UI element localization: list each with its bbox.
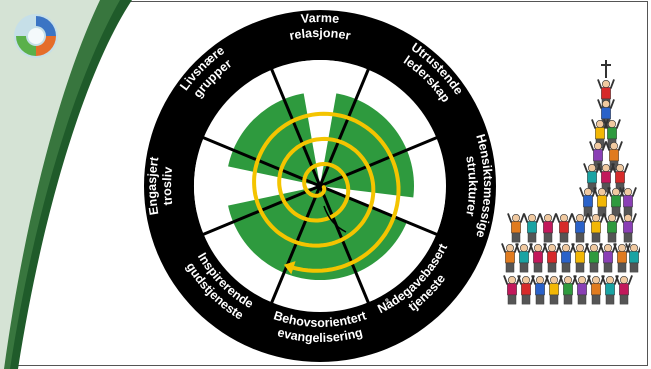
spoke-4 [269,185,322,305]
wheel-label-4-line-1: evangelisering [276,325,364,345]
wheel-label-2-line-1: strukturer [463,155,480,218]
person-figure [625,243,640,273]
spoke-6 [201,135,321,188]
person-figure [531,275,549,305]
person-figure [523,213,541,243]
person-figure [583,163,601,193]
white-wedge-0 [194,159,320,213]
yellow-spiral [252,111,401,273]
person-figure [613,243,631,273]
person-figure [619,187,637,217]
swirl-logo-icon [14,14,58,58]
person-figure [507,213,525,243]
person-figure [599,243,617,273]
person-figure [539,213,557,243]
wheel-label-0-line-0: Varme [300,11,340,26]
person-figure [529,243,547,273]
person-figure [571,243,589,273]
wheel-label-6-line-1: trosliv [160,166,175,206]
spoke-1 [319,135,439,188]
person-figure [597,163,615,193]
person-figure [587,275,605,305]
person-figure [593,187,611,217]
person-figure [515,243,533,273]
wheel-label-0-line-1: relasjoner [288,26,352,43]
person-figure [555,213,573,243]
person-figure [559,275,577,305]
spoke-3 [318,185,371,305]
person-figure [517,275,535,305]
person-figure [603,213,621,243]
person-figure [579,187,597,217]
church-health-wheel: VarmerelasjonerUtrustendelederskapHensik… [144,10,496,362]
spoke-2 [319,184,439,237]
person-figure [557,243,575,273]
person-figure [543,243,561,273]
person-figure [601,275,619,305]
person-figure [501,243,519,273]
left-swoosh-decoration [0,0,132,369]
spiral-arrowhead-icon [283,261,296,275]
top-white-wedge [298,60,342,187]
person-figure [573,275,591,305]
person-figure [619,213,637,243]
spiral-hook [323,205,347,233]
person-figure [587,213,605,243]
person-figure [503,275,521,305]
person-figure [545,275,563,305]
church-people-tower-icon [501,60,640,305]
wheel-label-6-line-0: Engasjert [145,155,162,216]
person-figure [571,213,589,243]
person-figure [615,275,633,305]
person-figure [585,243,603,273]
